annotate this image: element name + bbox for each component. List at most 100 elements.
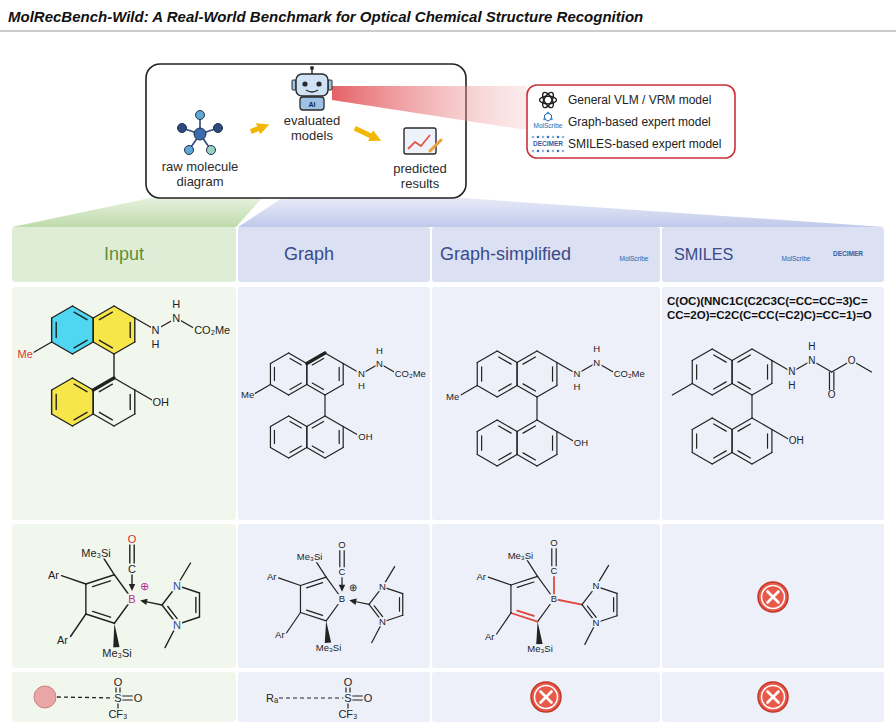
bond-line (768, 692, 779, 703)
atom-label: CO₂Me (193, 325, 231, 336)
atom-label: H (357, 381, 366, 391)
bond-line (177, 586, 200, 594)
bond-line (270, 364, 271, 385)
atom-label: ⊕ (139, 581, 150, 592)
decimer-dot (532, 150, 535, 153)
logo-stroke (396, 243, 414, 265)
flow-arrow (355, 128, 373, 136)
bond-line (51, 390, 52, 414)
bond-line (274, 430, 275, 443)
bond-line (771, 361, 772, 384)
bond-line (430, 140, 441, 151)
atom-dot (194, 128, 206, 140)
molscribe-dot (791, 249, 794, 252)
bond-line (738, 382, 750, 389)
bond-line (541, 692, 552, 703)
table-cell (238, 524, 430, 668)
atom-dot (214, 124, 223, 133)
bond-line (852, 361, 872, 373)
bond-line (325, 448, 343, 459)
bond-line (287, 613, 301, 633)
bond-line (312, 358, 323, 365)
atom-label: N (378, 582, 387, 592)
atom-label: O (127, 534, 138, 545)
openai-logo (540, 91, 557, 110)
bond-line (93, 390, 94, 414)
atom-label: N (592, 618, 601, 628)
bond-line (556, 432, 557, 455)
fail-ring (535, 686, 558, 709)
robot-head (296, 74, 328, 96)
atom-label: Me (445, 392, 460, 402)
bond-line (488, 577, 511, 585)
bond-line (312, 383, 323, 390)
bond-line (752, 453, 772, 465)
molscribe-mark (792, 244, 800, 253)
bond-line (168, 607, 177, 619)
bond-line (289, 353, 307, 364)
bond-line (752, 349, 772, 361)
decimer-dot (542, 136, 545, 139)
decimer-dot (857, 245, 860, 248)
atom-label: N (807, 356, 816, 366)
logo-stroke (595, 249, 613, 257)
bond-line (538, 599, 554, 622)
bond-line (596, 565, 609, 586)
bond-line (93, 318, 94, 342)
bond-line (74, 412, 87, 419)
bond-line (616, 593, 617, 615)
bond-line (86, 614, 115, 623)
bond-line (613, 598, 614, 612)
atom-label: H (807, 342, 816, 352)
bond-line (270, 353, 288, 364)
fail-ring (762, 686, 785, 709)
bond-line (692, 430, 693, 453)
fail-icon (758, 682, 788, 712)
paper-title: MolRecBench-Wild: A Real-World Benchmark… (8, 8, 643, 25)
molscribe-dot (795, 242, 798, 245)
logo-stroke (596, 243, 612, 263)
bond-line (130, 323, 131, 338)
bond-line (374, 606, 382, 617)
bond-line (343, 427, 344, 448)
atom-label: Me₃Si (526, 645, 554, 655)
bond-line (130, 395, 131, 410)
bond-line (290, 358, 301, 365)
bond-line (587, 606, 596, 617)
robot-mouth (306, 90, 318, 92)
bond-line (712, 418, 732, 430)
fail-ring (762, 586, 785, 609)
atom-label: O (363, 693, 374, 704)
arrow-head (140, 599, 148, 605)
bond-line (768, 592, 779, 603)
bond-line (516, 432, 517, 455)
green-beam (12, 198, 262, 227)
bond-line (270, 448, 288, 459)
bond-line (339, 367, 340, 380)
bond-line (93, 306, 114, 318)
table-cell (662, 287, 884, 520)
bond-line (523, 384, 535, 391)
bond-line (499, 357, 511, 364)
bond-line (833, 372, 834, 395)
bond-line (289, 416, 307, 427)
robot-text: AI (308, 101, 317, 108)
bond-line (511, 613, 538, 622)
decimer-dot (832, 261, 835, 264)
bond-line (343, 364, 361, 375)
bond-line (56, 323, 57, 338)
bond-line (767, 365, 768, 379)
bond-line (477, 351, 497, 363)
molscribe-dot (550, 118, 553, 121)
legend-item: Graph-based expert model (568, 114, 711, 130)
decimer-dot (532, 136, 535, 139)
pipeline-step: evaluated models (272, 72, 352, 144)
bond-line (62, 576, 86, 584)
bond-line (252, 385, 270, 396)
column-header: Graph (238, 227, 430, 282)
table-cell (432, 287, 660, 520)
bond-line (768, 692, 779, 703)
atom-dot (178, 124, 187, 133)
